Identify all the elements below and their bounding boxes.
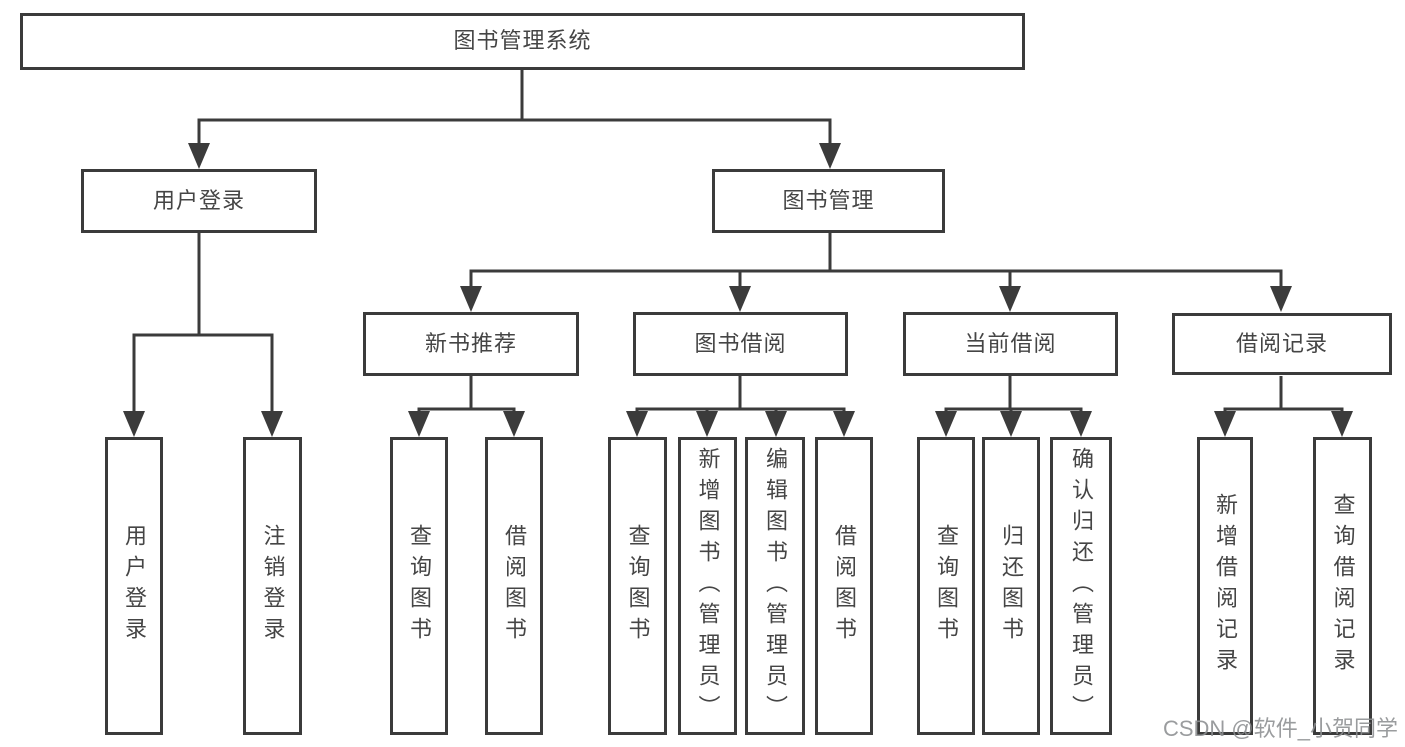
node-user-login: 用户登录 [81,169,317,233]
leaf-records-query-record: 查询借阅记录 [1313,437,1372,735]
leaf-borrowing-edit-book-admin: 编辑图书（管理员） [745,437,805,735]
leaf-borrowing-add-book-admin: 新增图书（管理员） [678,437,737,735]
leaf-records-add-record: 新增借阅记录 [1197,437,1253,735]
csdn-watermark: CSDN @软件_小贺同学 [1162,716,1398,741]
leaf-recommend-borrow-book: 借阅图书 [485,437,543,735]
leaf-current-return-book: 归还图书 [982,437,1040,735]
leaf-logout: 注销登录 [243,437,302,735]
leaf-recommend-query-book: 查询图书 [390,437,448,735]
node-root-library-system: 图书管理系统 [20,13,1025,70]
node-book-management: 图书管理 [712,169,945,233]
node-book-borrowing: 图书借阅 [633,312,848,376]
node-current-borrowing: 当前借阅 [903,312,1118,376]
leaf-borrowing-borrow-book: 借阅图书 [815,437,873,735]
connector-arrowheads [123,143,1353,437]
leaf-current-confirm-return-admin: 确认归还（管理员） [1050,437,1112,735]
leaf-user-login: 用户登录 [105,437,163,735]
leaf-current-query-book: 查询图书 [917,437,975,735]
leaf-borrowing-query-book: 查询图书 [608,437,667,735]
node-new-book-recommend: 新书推荐 [363,312,579,376]
node-borrow-records: 借阅记录 [1172,313,1392,375]
